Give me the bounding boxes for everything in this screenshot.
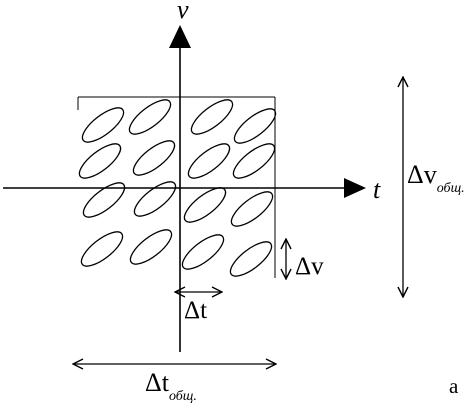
t-axis-label: t: [373, 175, 381, 204]
delta-t-label: Δt: [184, 297, 207, 324]
cell-ellipse: [230, 191, 274, 227]
v-axis-label: v: [177, 0, 189, 24]
cell-ellipse: [229, 241, 273, 277]
delta-v-total-label: Δvобщ.: [407, 160, 465, 196]
delta-v-total-sub: общ.: [437, 181, 465, 196]
cell-ellipse: [190, 99, 234, 135]
panel-label: а: [449, 374, 459, 398]
cell-ellipse: [82, 182, 126, 218]
cell-ellipse: [232, 143, 276, 179]
cell-ellipse: [181, 234, 225, 270]
t-axis-arrowhead: [344, 178, 366, 198]
cell-ellipse: [78, 143, 122, 179]
cell-ellipse: [128, 99, 172, 135]
cell-ellipse: [187, 143, 231, 179]
cell-ellipse: [80, 231, 124, 267]
delta-t-total-main: Δt: [145, 368, 170, 397]
cell-ellipse: [81, 107, 125, 143]
cell-ellipse-grid: [78, 99, 277, 277]
delta-v-total-main: Δv: [407, 160, 437, 189]
delta-v-label: Δv: [295, 253, 324, 280]
cell-ellipse: [233, 108, 277, 144]
cell-ellipse: [132, 140, 176, 176]
v-axis-arrowhead: [169, 25, 191, 48]
cell-ellipse: [133, 181, 177, 217]
cell-ellipse: [129, 229, 173, 265]
cell-ellipse: [183, 187, 227, 223]
delta-t-total-label: Δtобщ.: [145, 368, 197, 404]
delta-t-total-sub: общ.: [169, 389, 197, 404]
